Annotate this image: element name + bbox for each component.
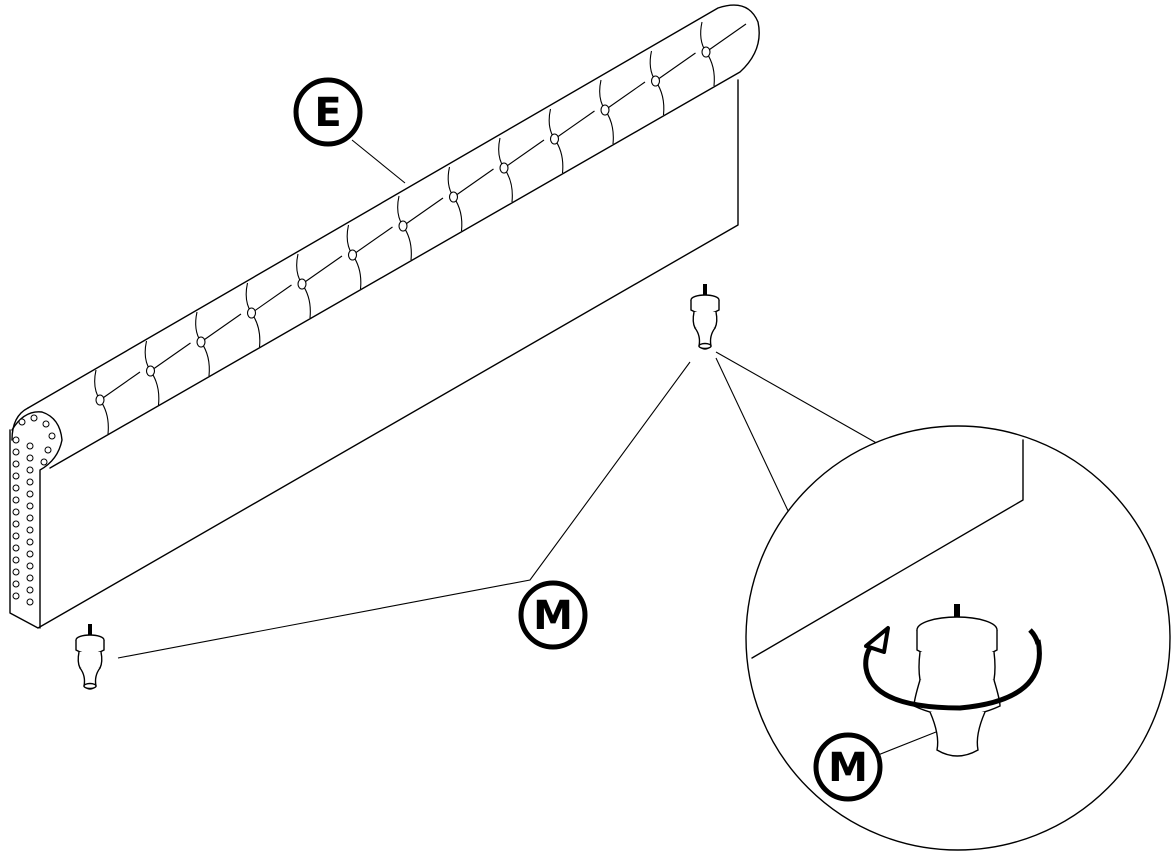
detail-view: M: [745, 425, 1171, 851]
cap-button: [12, 580, 20, 588]
cap-button: [26, 574, 34, 582]
label-m: M: [518, 580, 588, 650]
cap-button: [12, 544, 20, 552]
cap-button: [26, 538, 34, 546]
cap-button: [26, 562, 34, 570]
cap-button: [12, 496, 20, 504]
tuft-button: [549, 133, 560, 145]
cap-button: [44, 446, 52, 454]
cap-button: [12, 460, 20, 468]
cap-button: [26, 454, 34, 462]
leg-left: [74, 622, 106, 691]
cap-button: [12, 556, 20, 564]
cap-button: [12, 484, 20, 492]
tuft-button: [145, 365, 156, 377]
tuft-button: [448, 191, 459, 203]
cap-button: [26, 550, 34, 558]
end-cap-buttons: [12, 414, 56, 606]
leg-right: [689, 282, 721, 351]
cap-button: [26, 478, 34, 486]
cap-button: [26, 526, 34, 534]
cap-button: [12, 520, 20, 528]
cap-button: [12, 532, 20, 540]
tuft-button: [347, 249, 358, 261]
tuft-button: [297, 278, 307, 290]
tuft-button: [499, 162, 509, 174]
cap-button: [12, 436, 20, 444]
cap-button: [26, 442, 34, 450]
cap-button: [26, 490, 34, 498]
label-e-text: E: [314, 90, 341, 136]
cap-button: [26, 598, 34, 606]
cap-button: [12, 568, 20, 576]
cap-button: [26, 514, 34, 522]
detail-leg: [913, 604, 1001, 757]
label-e: E: [293, 77, 363, 147]
cap-button: [30, 414, 38, 422]
cap-button: [12, 448, 20, 456]
cap-button: [18, 418, 26, 426]
headboard-tufting: [94, 21, 747, 435]
cap-button: [12, 472, 20, 480]
cap-button: [48, 432, 56, 440]
cap-button: [42, 420, 50, 428]
label-m-text: M: [533, 593, 573, 639]
tuft-button: [246, 307, 257, 319]
tuft-button: [600, 104, 610, 116]
cap-button: [12, 508, 20, 516]
tuft-button: [95, 394, 105, 406]
headboard: [9, 4, 760, 629]
cap-button: [26, 586, 34, 594]
tuft-button: [701, 46, 711, 58]
rotate-arrow-icon: [863, 626, 1042, 711]
tuft-button: [650, 75, 661, 87]
cap-button: [26, 466, 34, 474]
cap-button: [40, 458, 48, 466]
tuft-button: [398, 220, 408, 232]
label-m-detail: M: [813, 732, 883, 802]
cap-button: [12, 592, 20, 600]
cap-button: [26, 502, 34, 510]
tuft-button: [196, 336, 206, 348]
label-m-detail-text: M: [828, 745, 868, 791]
